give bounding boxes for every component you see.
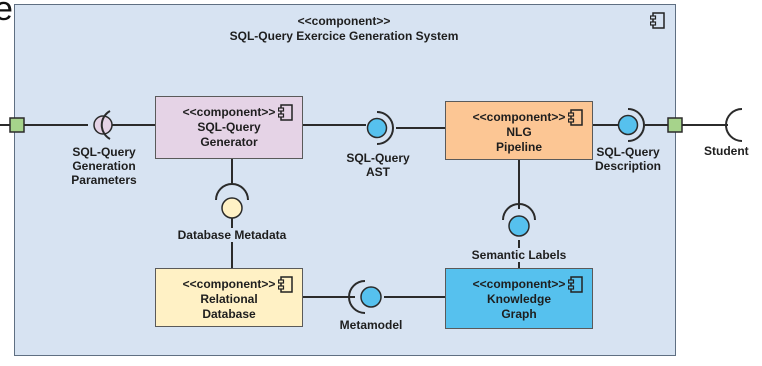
- metamodel-socket: [348, 280, 366, 314]
- component-icon: [278, 104, 293, 121]
- component-icon: [568, 109, 583, 126]
- metamodel-label: Metamodel: [339, 318, 403, 332]
- ast-socket: [376, 111, 394, 145]
- component-icon: [568, 276, 583, 293]
- edge-text: e: [0, 0, 13, 28]
- metamodel-ball: [360, 286, 382, 308]
- student-socket: [725, 108, 743, 142]
- description-label-line2: Description: [594, 159, 661, 173]
- db-metadata-label: Database Metadata: [162, 228, 302, 242]
- system-component-icon: [650, 12, 665, 29]
- component-name-line1: SQL-Query: [197, 120, 261, 134]
- component-name-line2: Pipeline: [495, 140, 542, 154]
- ast-ball: [366, 117, 388, 139]
- description-label-line1: SQL-Query: [596, 145, 660, 159]
- component-stereotype: <<component>>: [472, 110, 566, 124]
- ast-label-line2: AST: [366, 165, 390, 179]
- component-name-line2: Database: [202, 307, 256, 321]
- left-port: [9, 117, 25, 133]
- semantic-ball: [508, 215, 530, 237]
- system-stereotype: <<component>>: [297, 14, 391, 28]
- component-stereotype: <<component>>: [472, 277, 566, 291]
- component-sql-query-generator[interactable]: <<component>> SQL-Query Generator: [155, 96, 303, 159]
- component-name-line2: Graph: [501, 307, 537, 321]
- component-nlg-pipeline[interactable]: <<component>> NLG Pipeline: [445, 101, 593, 160]
- student-label: Student: [704, 144, 749, 158]
- semantic-labels-label: Semantic Labels: [459, 248, 579, 262]
- params-label-line1: SQL-Query: [72, 145, 136, 159]
- right-port: [667, 117, 683, 133]
- semantic-socket: [502, 203, 536, 221]
- dbmeta-socket: [215, 183, 249, 201]
- params-ball: [93, 115, 113, 135]
- component-name-line1: Knowledge: [486, 292, 551, 306]
- component-stereotype: <<component>>: [182, 277, 276, 291]
- ast-label-line1: SQL-Query: [346, 151, 410, 165]
- description-ball: [617, 114, 639, 136]
- description-socket: [627, 108, 645, 142]
- component-name-line1: NLG: [506, 125, 532, 139]
- component-knowledge-graph[interactable]: <<component>> Knowledge Graph: [445, 268, 593, 329]
- dbmeta-ball: [221, 197, 243, 219]
- component-name-line2: Generator: [200, 135, 258, 149]
- component-stereotype: <<component>>: [182, 105, 276, 119]
- params-label-line3: Parameters: [71, 173, 137, 187]
- params-label-line2: Generation: [72, 159, 136, 173]
- component-name-line1: Relational: [200, 292, 258, 306]
- component-relational-database[interactable]: <<component>> Relational Database: [155, 268, 303, 327]
- params-socket: [100, 110, 111, 140]
- component-icon: [278, 276, 293, 293]
- system-title: SQL-Query Exercice Generation System: [229, 29, 459, 43]
